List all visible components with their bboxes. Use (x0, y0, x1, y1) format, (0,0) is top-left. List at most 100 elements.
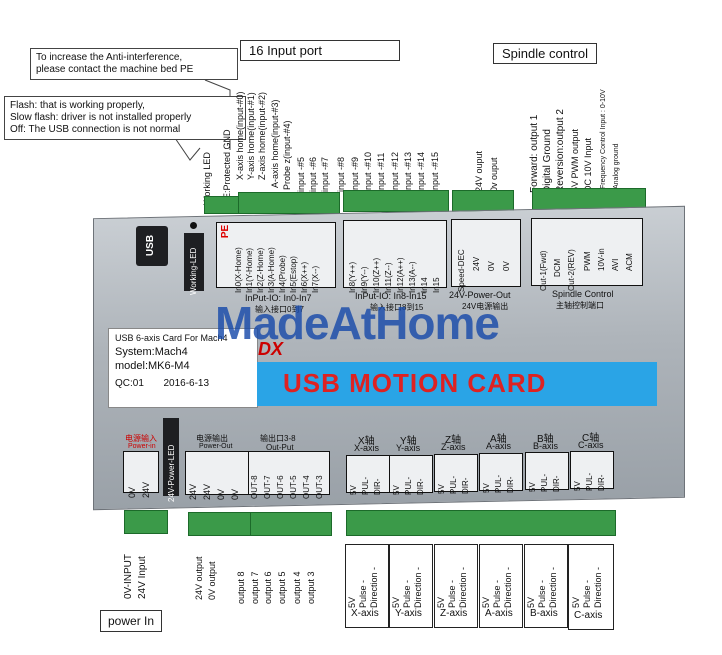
axis-block-c (570, 451, 614, 489)
board-input-pin: In13(A--) (408, 261, 417, 293)
input-label: input -#15 (430, 151, 440, 192)
axis-desc-box-c (568, 544, 614, 630)
usb-label: USB (145, 234, 157, 257)
input-label: input -#6 (308, 156, 318, 192)
axis-pin: PUL- (540, 473, 549, 492)
power-out-label: 24V-Power-Out (449, 290, 511, 300)
board-input-pin: In5(Estop) (289, 256, 298, 293)
power-in-pin: 24V (141, 481, 151, 498)
input-label: Z-axis home(input-#2) (257, 91, 267, 180)
spindle-pin: AVI (611, 258, 620, 271)
axis-desc-box-b (524, 544, 568, 628)
axis-block-a (479, 453, 523, 491)
axis-block-b (525, 452, 569, 490)
axis-desc: Direction - (548, 566, 558, 608)
group1-cn: 输入接口0到7 (255, 305, 304, 314)
power-led-label: 24V-Power-LED (167, 444, 176, 502)
spindle-board-label: Spindle Control (552, 289, 614, 299)
output-pin: OUT-8 (250, 475, 259, 499)
pe-marker: PE (220, 224, 232, 239)
input-label: input -#9 (350, 156, 360, 192)
axis-pin: DIR- (506, 476, 515, 493)
axis-desc: 5V (481, 596, 491, 608)
group1-label: InPut-IO: In0-In7 (245, 293, 312, 303)
input-label: Probe z(input-#4) (282, 120, 292, 190)
sticker-line: USB 6-axis Card For Mach4 (115, 333, 228, 343)
power-output-label: 24V ouput (474, 150, 484, 192)
spindle-label: Digital Ground (542, 129, 553, 193)
axis-name: Z-axis (440, 608, 468, 619)
power-out-pin: 0V (502, 261, 511, 271)
axis-desc: Pulse - (447, 579, 457, 608)
board-input-pin: In15 (432, 277, 441, 293)
axis-en: C-axis (578, 440, 604, 450)
board-input-pin: In9(Y--) (360, 266, 369, 293)
axis-pin: DIR- (461, 477, 470, 494)
power-out-group (451, 219, 521, 287)
axis-pin: PUL- (404, 476, 413, 495)
input-group-2 (343, 220, 447, 288)
working-led-board-text: Working-LED (189, 247, 198, 295)
power-in-pin: 0V (127, 486, 137, 498)
callout-line: Slow flash: driver is not installed prop… (10, 112, 192, 123)
input-label: input -#5 (296, 156, 306, 192)
axis-pin: 5V (573, 481, 582, 491)
power-in-en: Power-in (128, 443, 156, 450)
axis-desc: Pulse - (582, 579, 592, 608)
output-bottom-label: output 3 (306, 571, 316, 604)
power-out-cn: 24V电源输出 (462, 302, 509, 311)
axis-pin: DIR- (597, 474, 606, 491)
output-pin: OUT-6 (276, 475, 285, 499)
output-bottom-label: output 7 (250, 571, 260, 604)
callout-line: please contact the machine bed PE (36, 64, 194, 75)
power-out-pin: 24V (472, 256, 481, 271)
power-out-en-bottom: Power-Out (199, 443, 233, 450)
spindle-pin: PWM (583, 251, 592, 271)
output-pin: OUT-5 (289, 475, 298, 499)
dx-logo: DX (258, 339, 284, 359)
speed-dec-pin: Speed-DEC (457, 249, 466, 292)
callout-line: Off: The USB connection is not normal (10, 124, 181, 135)
input-label: input -#7 (320, 156, 330, 192)
power-out-bottom-pin: 24V (188, 483, 198, 500)
axis-pin: 5V (437, 484, 446, 494)
axis-block-x (346, 455, 390, 493)
axis-en: A-axis (486, 441, 512, 451)
power-output-label: 0v ouput (489, 157, 499, 192)
axis-cn: A轴 (490, 434, 507, 445)
spindle-label: 5V PWM output (570, 128, 580, 192)
axis-desc: Direction - (458, 566, 468, 608)
spindle-pin: Out-2(REV) (567, 249, 576, 291)
pe-label: PE:Protected GND (222, 129, 232, 205)
axis-name: A-axis (485, 608, 513, 619)
input-port-title: 16 Input port (240, 40, 400, 61)
terminal-block-in0-7 (238, 192, 340, 214)
power-out-bottom-label: 0V output (207, 561, 217, 600)
axis-block-y (389, 455, 433, 493)
output-pin: OUT-7 (263, 475, 272, 499)
axis-pin: PUL- (449, 475, 458, 494)
terminal-block-outputs (250, 512, 332, 536)
terminal-block-axes (346, 510, 616, 536)
usb-port[interactable] (136, 226, 168, 266)
input-label: input -#13 (403, 151, 413, 192)
power-out-bottom-label: 24V output (194, 556, 204, 600)
terminal-block-pe (204, 196, 240, 214)
board-input-pin: In3(A-Home) (267, 247, 276, 293)
board-input-pin: In8(Y++) (348, 261, 357, 293)
axis-desc: Pulse - (358, 579, 368, 608)
spindle-pin: 10V-in (597, 248, 606, 271)
power-out-bottom-pin: 0V (230, 488, 240, 500)
input-label: input -#11 (376, 152, 386, 192)
watermark: MadeAtHome (215, 297, 500, 349)
axis-name: Y-axis (395, 608, 422, 619)
spindle-label: Reversion:output 2 (555, 109, 566, 193)
axis-cn: B轴 (537, 434, 554, 445)
output-en: Out-Put (266, 443, 294, 452)
power-in-block (123, 451, 159, 493)
callout-line: To increase the Anti-interference, (36, 52, 183, 63)
board-input-pin: In12(A++) (396, 257, 405, 293)
axis-pin: 5V (392, 485, 401, 495)
spindle-board-cn: 主轴控制端口 (556, 301, 604, 310)
power-in-cn: 电源输入 (125, 434, 157, 443)
